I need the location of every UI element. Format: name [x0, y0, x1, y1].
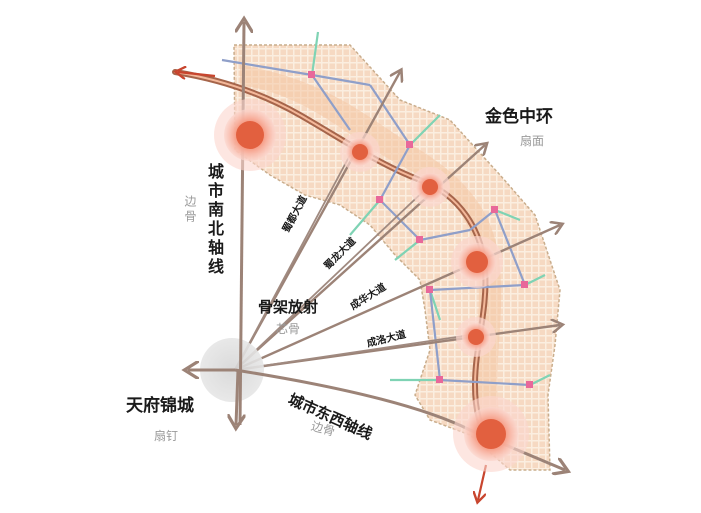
ns-axis-line — [240, 22, 244, 426]
node-2 — [340, 132, 380, 172]
golden-ring-sublabel: 扇面 — [520, 134, 545, 148]
tianfu-label: 天府锦城 — [126, 396, 194, 415]
node-south — [453, 396, 529, 472]
node-5 — [456, 317, 496, 357]
tianfu-sublabel: 扇钉 — [154, 429, 179, 443]
ns-axis-south — [236, 369, 238, 425]
radial-roads — [233, 72, 560, 372]
ring-arrow-west — [178, 72, 216, 76]
node-north — [214, 99, 286, 171]
junction-points — [308, 71, 533, 388]
node-3 — [410, 167, 450, 207]
radial-label: 骨架放射 — [258, 299, 319, 316]
ns-axis-label: 城市南北轴线 — [205, 163, 222, 277]
ns-axis-sublabel: 边骨 — [183, 195, 197, 225]
ring-nodes — [214, 99, 529, 472]
node-4 — [451, 236, 503, 288]
golden-ring-label: 金色中环 — [485, 107, 553, 126]
radial-sublabel: 芯骨 — [276, 322, 301, 336]
